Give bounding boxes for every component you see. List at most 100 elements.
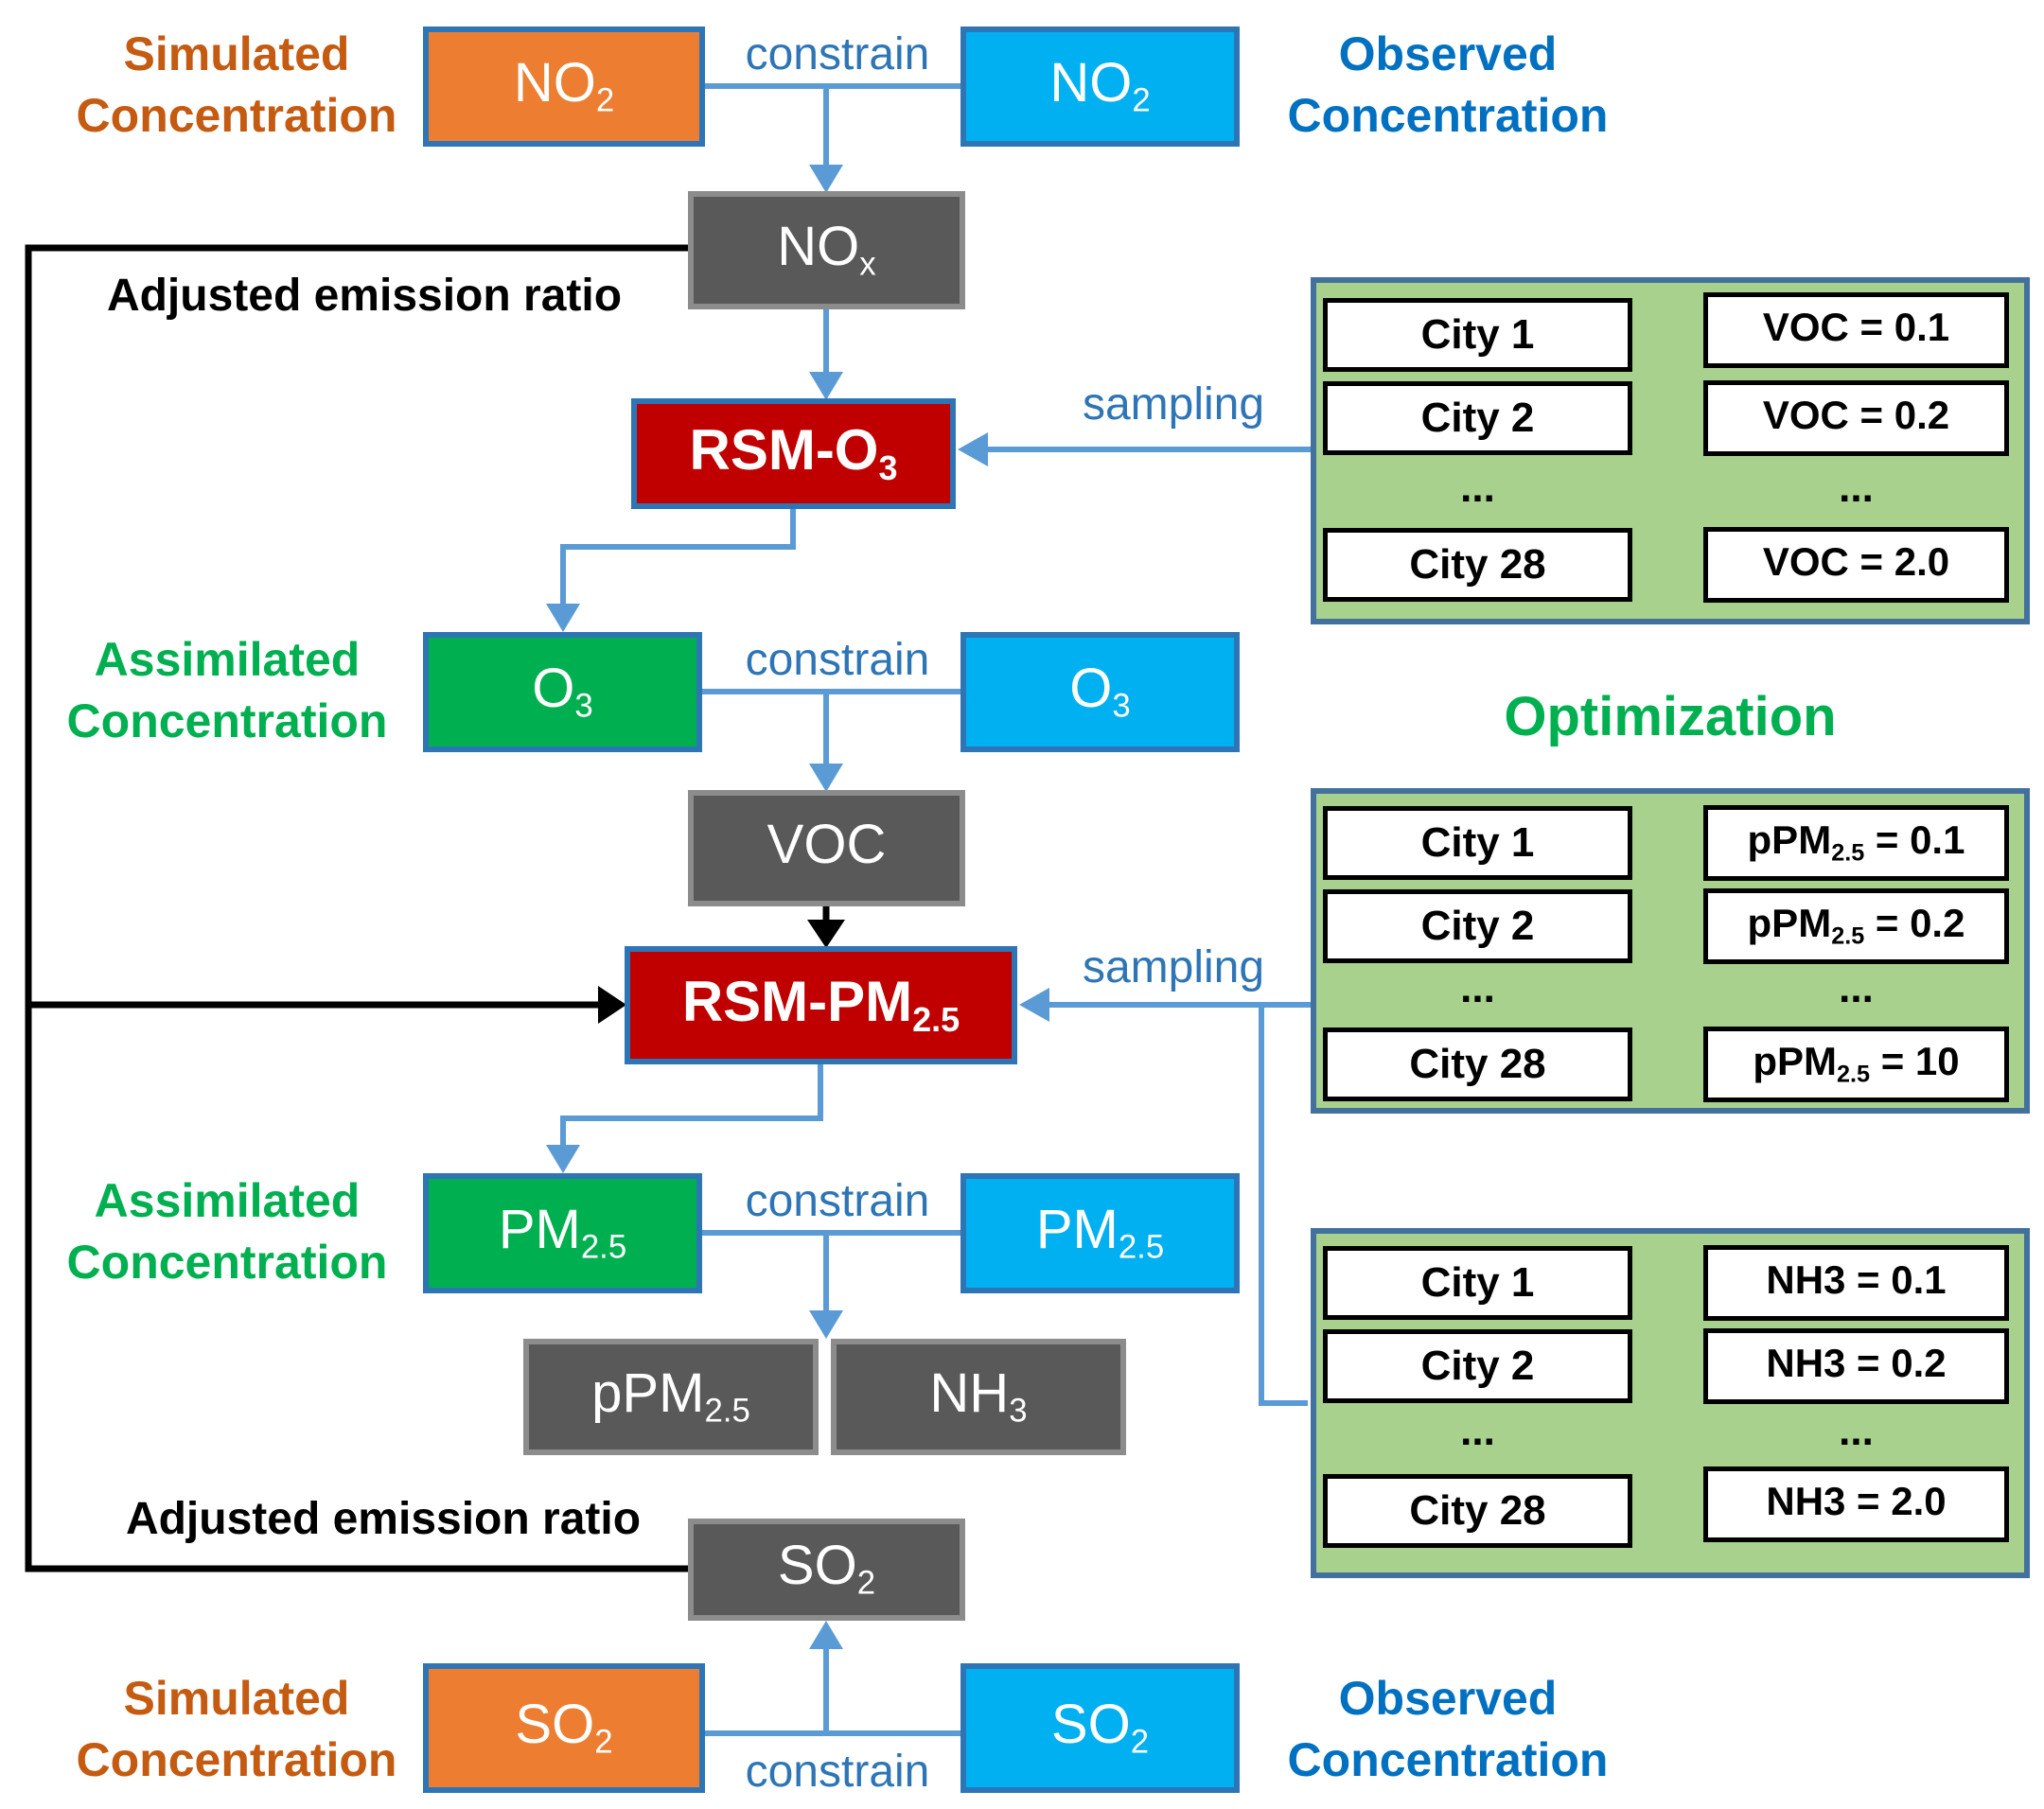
box-label: NO2 — [514, 55, 614, 117]
label-base: NO — [1049, 51, 1133, 114]
label-base: pPM — [1747, 901, 1832, 946]
label-text: ... — [1839, 1408, 1874, 1454]
label-base: NH3 = 0.1 — [1766, 1257, 1947, 1303]
value-box: pPM2.5 = 10 — [1703, 1027, 2009, 1102]
value-ellipsis: ... — [1703, 460, 2009, 517]
label-constrain-so2: constrain — [719, 1746, 956, 1798]
label-simulated-concentration-bottom: Simulated Concentration — [28, 1668, 445, 1791]
label-base: PM — [498, 1198, 581, 1260]
value-label: VOC = 0.2 — [1763, 395, 1949, 441]
label-line: Concentration — [76, 89, 397, 142]
label-base: RSM-O — [689, 418, 879, 483]
value-box: NH3 = 2.0 — [1703, 1467, 2009, 1542]
city-label: City 1 — [1420, 311, 1535, 358]
value-box: NH3 = 0.2 — [1703, 1328, 2009, 1404]
value-label: pPM2.5 = 0.2 — [1748, 904, 1965, 949]
label-subscript: 2 — [1130, 1723, 1150, 1761]
rsm-o3-to-o3-elbow — [560, 509, 796, 606]
label-base: SO — [515, 1693, 595, 1755]
box-label: PM2.5 — [499, 1202, 627, 1266]
box-label: RSM-PM2.5 — [682, 974, 960, 1037]
box-no2-observed: NO2 — [960, 26, 1240, 147]
box-nh3: NH3 — [831, 1339, 1126, 1455]
label-base: NO — [513, 51, 596, 114]
label-assimilated-concentration-pm: Assimilated Concentration — [28, 1170, 426, 1293]
label-text: Adjusted emission ratio — [125, 1494, 642, 1544]
label-base: SO — [777, 1535, 857, 1597]
city-label: City 1 — [1420, 1259, 1535, 1306]
label-post: = 10 — [1870, 1039, 1960, 1084]
label-subscript: 2.5 — [580, 1228, 627, 1266]
label-base: pPM — [1753, 1039, 1838, 1084]
label-sampling-o3: sampling — [1031, 378, 1315, 430]
value-label: pPM2.5 = 0.1 — [1748, 820, 1965, 866]
sampling-nh3-branch-line — [1259, 1005, 1308, 1406]
value-box: pPM2.5 = 0.2 — [1703, 888, 2009, 964]
black-arrowhead-into-rsm-pm25 — [598, 986, 626, 1024]
blue-arrowhead-into-nox — [809, 165, 843, 193]
label-subscript: 2.5 — [1837, 1061, 1871, 1088]
label-text: Adjusted emission ratio — [106, 271, 623, 321]
label-base: O — [1069, 657, 1113, 719]
label-text: constrain — [745, 1176, 930, 1226]
box-label: SO2 — [1051, 1696, 1150, 1761]
city-box: City 28 — [1323, 528, 1632, 602]
box-label: NOx — [777, 219, 876, 283]
constrain-o3-line — [702, 689, 960, 765]
label-base: NO — [777, 215, 860, 277]
label-base: PM — [1035, 1198, 1119, 1260]
city-label: City 2 — [1420, 903, 1535, 949]
constrain-pm-line — [702, 1230, 960, 1312]
box-label: NO2 — [1049, 55, 1150, 117]
box-ppm25: pPM2.5 — [523, 1339, 819, 1455]
value-label: VOC = 0.1 — [1763, 307, 1949, 353]
box-o3-observed: O3 — [960, 632, 1240, 752]
box-rsm-o3: RSM-O3 — [631, 398, 956, 509]
box-voc: VOC — [688, 790, 965, 906]
value-ellipsis: ... — [1703, 1403, 2009, 1460]
blue-arrowhead-into-ppm-nh3 — [809, 1310, 843, 1339]
value-box: VOC = 0.2 — [1703, 380, 2009, 456]
rsm-pm25-to-pm25-elbow — [560, 1064, 823, 1147]
label-optimization: Optimization — [1311, 686, 2030, 747]
label-text: ... — [1460, 965, 1495, 1011]
value-box: VOC = 0.1 — [1703, 292, 2009, 368]
value-box: VOC = 2.0 — [1703, 527, 2009, 603]
label-observed-concentration-top: Observed Concentration — [1259, 24, 1637, 147]
city-label: City 28 — [1409, 541, 1546, 588]
blue-arrowhead-into-so2-gray — [809, 1621, 843, 1649]
label-subscript: x — [859, 245, 876, 283]
value-label: NH3 = 0.1 — [1766, 1260, 1946, 1306]
box-no2-simulated: NO2 — [423, 26, 705, 147]
city-label: City 28 — [1409, 1041, 1546, 1087]
box-label: O3 — [1069, 657, 1130, 723]
label-line: Simulated — [123, 27, 350, 80]
city-label: City 2 — [1420, 1343, 1535, 1389]
label-line: Assimilated — [94, 1174, 361, 1227]
box-label: VOC — [767, 817, 887, 879]
city-box: City 2 — [1323, 889, 1632, 963]
label-adjusted-emission-ratio-top: Adjusted emission ratio — [90, 270, 639, 322]
label-sampling-pm: sampling — [1031, 941, 1315, 993]
box-label: SO2 — [778, 1538, 875, 1600]
value-label: pPM2.5 = 10 — [1753, 1042, 1959, 1087]
label-text: sampling — [1082, 942, 1265, 992]
label-subscript: 3 — [1009, 1392, 1028, 1430]
box-o3-assimilated: O3 — [423, 632, 702, 752]
adjusted-emission-loop-line — [25, 244, 688, 1572]
value-ellipsis: ... — [1703, 960, 2009, 1017]
city-ellipsis: ... — [1323, 960, 1632, 1017]
city-label: City 1 — [1420, 819, 1535, 866]
city-box: City 28 — [1323, 1474, 1632, 1548]
label-base: NH — [929, 1361, 1010, 1424]
box-rsm-pm25: RSM-PM2.5 — [625, 946, 1017, 1064]
box-label: SO2 — [515, 1693, 612, 1759]
box-label: PM2.5 — [1036, 1202, 1164, 1264]
label-text: ... — [1460, 465, 1495, 511]
blue-arrowhead-into-pm25 — [546, 1145, 580, 1173]
city-box: City 2 — [1323, 1329, 1632, 1403]
label-base: VOC = 0.2 — [1762, 393, 1950, 438]
label-base: pPM — [591, 1361, 705, 1424]
